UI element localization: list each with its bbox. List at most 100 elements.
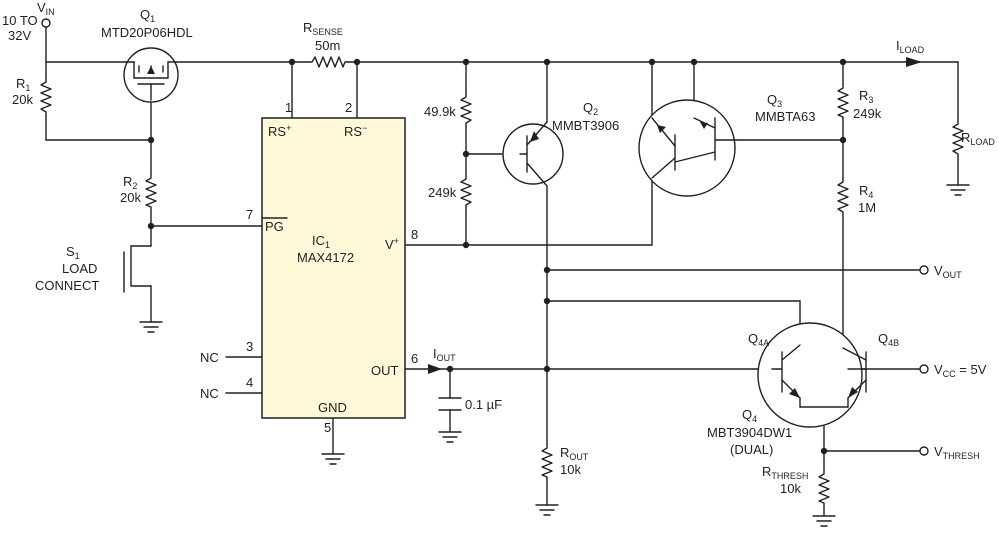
- ic1-out: OUT: [371, 363, 399, 378]
- q3-part: MMBTA63: [755, 109, 815, 124]
- r-49k9-value: 49.9k: [424, 104, 456, 119]
- resistor-r3: [837, 83, 849, 121]
- rout-label: ROUT: [560, 445, 589, 462]
- vin-label: VIN: [37, 0, 55, 17]
- junction-dot: [147, 136, 155, 144]
- ic1-pin6: 6: [411, 351, 418, 366]
- iload-arrow-icon: [906, 57, 922, 67]
- r4-value: 1M: [858, 200, 876, 215]
- ic1-pin2: 2: [345, 100, 352, 115]
- transistor-q2: [502, 121, 564, 187]
- vin-range-line1: 10 TO: [2, 13, 38, 28]
- vcc-label: VCC = 5V: [934, 362, 987, 379]
- rsense-value: 50m: [315, 38, 340, 53]
- iout-arrow-icon: [428, 364, 442, 374]
- r-249k-value: 249k: [428, 185, 457, 200]
- junction-dot: [543, 266, 551, 274]
- rload-label: RLOAD: [961, 130, 995, 147]
- nc-label-a: NC: [200, 350, 219, 365]
- junction-dot: [353, 58, 361, 66]
- vin-range-line2: 32V: [8, 28, 31, 43]
- ic1-rs-minus: RS−: [344, 123, 367, 139]
- transistor-q3: [638, 99, 739, 197]
- ic1-pin1: 1: [285, 100, 292, 115]
- rthresh-value: 10k: [780, 481, 801, 496]
- junction-dot: [648, 58, 656, 66]
- vthresh-terminal: [919, 446, 929, 456]
- ic1-vplus: V+: [385, 236, 399, 252]
- ground-icon: [946, 184, 970, 196]
- vcc-terminal: [919, 364, 929, 374]
- ic1-pg: PG: [265, 219, 284, 234]
- junction-dot: [446, 365, 454, 373]
- wires: [45, 27, 959, 517]
- mosfet-q1: [123, 47, 179, 103]
- junction-dot: [690, 58, 698, 66]
- vin-terminal: [41, 18, 51, 28]
- rthresh-label: RTHRESH: [762, 464, 808, 481]
- q2-part: MMBT3906: [552, 118, 619, 133]
- ic1-pin5: 5: [324, 420, 331, 435]
- junction-dot: [839, 58, 847, 66]
- terminals: [41, 18, 929, 456]
- q4-part: MBT3904DW1: [707, 425, 792, 440]
- vthresh-label: VTHRESH: [934, 444, 980, 461]
- q2-label: Q2: [583, 100, 598, 117]
- junction-dot: [462, 58, 470, 66]
- junction-dot: [543, 297, 551, 305]
- ic1-body: [261, 117, 406, 419]
- junction-dot: [462, 241, 470, 249]
- junction-dot: [543, 365, 551, 373]
- junction-dot: [820, 447, 828, 455]
- ic1-part: MAX4172: [297, 250, 354, 265]
- iload-label: ILOAD: [896, 38, 925, 55]
- ground-icon: [321, 453, 345, 465]
- ic1-rs-plus: RS+: [268, 123, 291, 139]
- resistor-rload: [952, 119, 964, 159]
- q4-note: (DUAL): [730, 442, 773, 457]
- nc-label-b: NC: [200, 386, 219, 401]
- r2-label: R2: [123, 174, 137, 191]
- vout-terminal: [919, 265, 929, 275]
- grounds: [139, 184, 970, 527]
- s1-line1: LOAD: [62, 261, 97, 276]
- resistor-r4: [837, 177, 849, 217]
- rsense-label: RSENSE: [303, 20, 343, 37]
- junction-dot: [543, 58, 551, 66]
- junction-dot: [839, 136, 847, 144]
- junction-dot: [288, 58, 296, 66]
- resistor-r1: [40, 77, 52, 117]
- r3-label: R3: [859, 88, 873, 105]
- resistor-rout: [541, 443, 553, 481]
- q3-label: Q3: [767, 92, 782, 109]
- vout-label: VOUT: [934, 263, 962, 280]
- transistor-q4: [757, 322, 867, 428]
- resistor-rsense: [307, 56, 349, 68]
- cap-value: 0.1 µF: [465, 397, 502, 412]
- ic1-gnd: GND: [318, 400, 347, 415]
- s1-label: S1: [66, 244, 80, 261]
- s1-line2: CONNECT: [35, 278, 99, 293]
- q4a-label: Q4A: [748, 331, 769, 348]
- iout-label: IOUT: [433, 346, 456, 363]
- r3-value: 249k: [853, 106, 882, 121]
- ic1-name: IC1: [312, 233, 330, 250]
- junction-dot: [462, 150, 470, 158]
- junction-dot: [147, 222, 155, 230]
- ic1-pin7: 7: [246, 207, 253, 222]
- ground-icon: [535, 504, 559, 516]
- switch-s1: [123, 245, 132, 293]
- q1-part: MTD20P06HDL: [101, 25, 193, 40]
- resistors: [40, 56, 964, 507]
- resistor-rthresh: [818, 469, 830, 507]
- ic1-pin3: 3: [246, 339, 253, 354]
- ground-icon: [139, 321, 163, 333]
- ground-icon: [812, 515, 836, 527]
- r1-value: 20k: [12, 92, 33, 107]
- capacitor-0u1: [438, 397, 462, 411]
- resistor-r2: [145, 173, 157, 211]
- q4b-label: Q4B: [878, 331, 899, 348]
- r4-label: R4: [859, 183, 873, 200]
- junction-dots: [147, 58, 847, 455]
